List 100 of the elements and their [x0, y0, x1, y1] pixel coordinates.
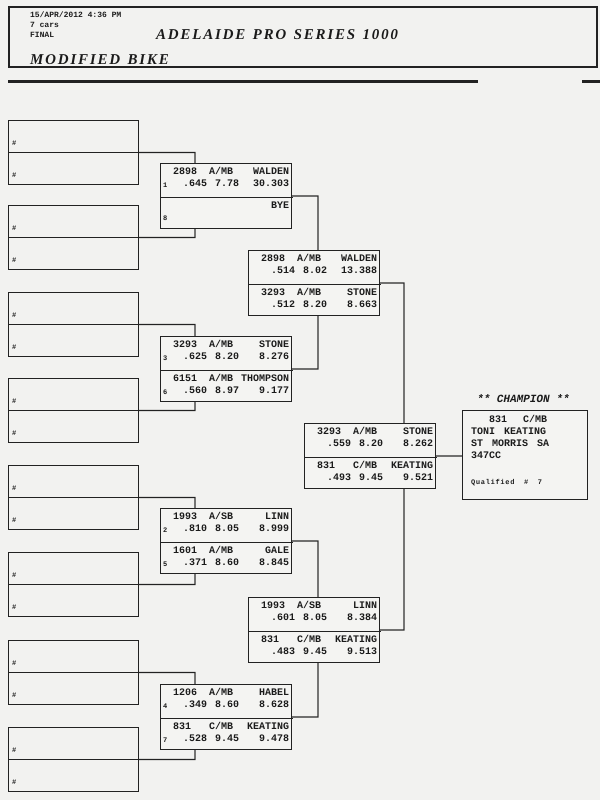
rider-name: STONE — [258, 340, 289, 352]
elapsed-time: 8.276 — [258, 352, 289, 364]
category-title: MODIFIED BIKE — [30, 51, 171, 70]
bracket-line — [139, 229, 196, 238]
rider-name: WALDEN — [252, 167, 289, 179]
rider-name: THOMPSON — [240, 374, 289, 386]
rider-detail: ST MORRIS SA — [471, 439, 550, 451]
rider-name: GALE — [264, 546, 289, 558]
car-number: 3293 — [261, 288, 286, 300]
elapsed-time: 8.663 — [346, 300, 377, 312]
class-label: A/MB — [209, 374, 234, 386]
empty-pair-box — [8, 727, 139, 792]
bracket-line — [139, 672, 196, 684]
car-number: 831 — [173, 722, 192, 734]
empty-pair-box — [8, 378, 139, 443]
class-label: C/MB — [209, 722, 234, 734]
elapsed-time: 8.845 — [258, 558, 289, 570]
reaction-time: .512 — [271, 300, 296, 312]
dial-in: 8.60 — [214, 700, 239, 712]
class-label: A/SB — [209, 512, 234, 524]
bracket-line — [139, 402, 196, 412]
empty-pair-box — [8, 292, 139, 357]
reaction-time: .483 — [271, 647, 296, 659]
match-box — [160, 684, 292, 750]
reaction-time: .514 — [271, 266, 296, 278]
car-number: 831 — [261, 635, 280, 647]
bracket-line — [380, 282, 405, 423]
match-box — [248, 250, 380, 316]
elapsed-time: 9.177 — [258, 386, 289, 398]
rider-name: WALDEN — [340, 254, 377, 266]
rider-name: KEATING — [334, 635, 377, 647]
class-label: A/SB — [297, 601, 322, 613]
date-time: 15/APR/2012 4:36 PM — [30, 11, 122, 21]
reaction-time: .528 — [183, 734, 208, 746]
rider-name: STONE — [346, 288, 377, 300]
car-number: 831 — [317, 461, 336, 473]
elapsed-time: 8.262 — [402, 439, 433, 451]
elapsed-time: 9.478 — [258, 734, 289, 746]
dial-in: 8.97 — [214, 386, 239, 398]
reaction-time: .493 — [327, 473, 352, 485]
empty-pair-box — [8, 552, 139, 617]
class-label: A/MB — [209, 688, 234, 700]
class-label: A/MB — [209, 340, 234, 352]
rider-detail: 347CC — [471, 451, 502, 463]
empty-pair-box — [8, 205, 139, 270]
reaction-time: .560 — [183, 386, 208, 398]
champion-heading: ** CHAMPION ** — [477, 394, 570, 406]
class-label: A/MB — [297, 254, 322, 266]
bracket-line — [139, 750, 196, 760]
header-box — [8, 6, 598, 68]
rider-detail: TONI KEATING — [471, 427, 546, 439]
car-number: 3293 — [173, 340, 198, 352]
car-number: 831 C/MB — [489, 415, 548, 427]
car-count: 7 cars — [30, 21, 59, 31]
reaction-time: .371 — [183, 558, 208, 570]
dial-in: 8.05 — [302, 613, 327, 625]
reaction-time: .601 — [271, 613, 296, 625]
match-box — [304, 423, 436, 489]
bracket-line — [139, 574, 196, 586]
reaction-time: .349 — [183, 700, 208, 712]
empty-pair-box — [8, 465, 139, 530]
match-box — [160, 336, 292, 402]
elapsed-time: 8.384 — [346, 613, 377, 625]
car-number: 6151 — [173, 374, 198, 386]
elapsed-time: 30.303 — [252, 179, 289, 191]
event-title: ADELAIDE PRO SERIES 1000 — [156, 26, 400, 45]
rider-name: HABEL — [258, 688, 289, 700]
bracket-line — [436, 455, 462, 457]
reaction-time: .559 — [327, 439, 352, 451]
car-number: 1601 — [173, 546, 198, 558]
bracket-line — [292, 195, 319, 250]
class-label: A/MB — [209, 167, 234, 179]
car-number: 2898 — [173, 167, 198, 179]
class-label: C/MB — [353, 461, 378, 473]
car-number: 2898 — [261, 254, 286, 266]
rider-name: KEATING — [390, 461, 433, 473]
dial-in: 9.45 — [358, 473, 383, 485]
elapsed-time: 8.628 — [258, 700, 289, 712]
dial-in: 9.45 — [214, 734, 239, 746]
rider-name: LINN — [352, 601, 377, 613]
dial-in: 8.02 — [302, 266, 327, 278]
elapsed-time: 9.521 — [402, 473, 433, 485]
dial-in: 7.78 — [214, 179, 239, 191]
car-number: 1206 — [173, 688, 198, 700]
dial-in: 8.20 — [358, 439, 383, 451]
elapsed-time: 9.513 — [346, 647, 377, 659]
bracket-line — [292, 316, 319, 370]
bracket-line — [380, 489, 405, 631]
car-number: 1993 — [173, 512, 198, 524]
dial-in: 8.20 — [302, 300, 327, 312]
bracket-line — [139, 496, 196, 508]
bracket-line — [139, 152, 196, 163]
dial-in: 8.05 — [214, 524, 239, 536]
class-label: A/MB — [353, 427, 378, 439]
bracket-line — [292, 540, 319, 597]
dial-in: 9.45 — [302, 647, 327, 659]
bye-label: BYE — [270, 201, 289, 213]
empty-pair-box — [8, 120, 139, 185]
rider-name: STONE — [402, 427, 433, 439]
class-label: A/MB — [297, 288, 322, 300]
